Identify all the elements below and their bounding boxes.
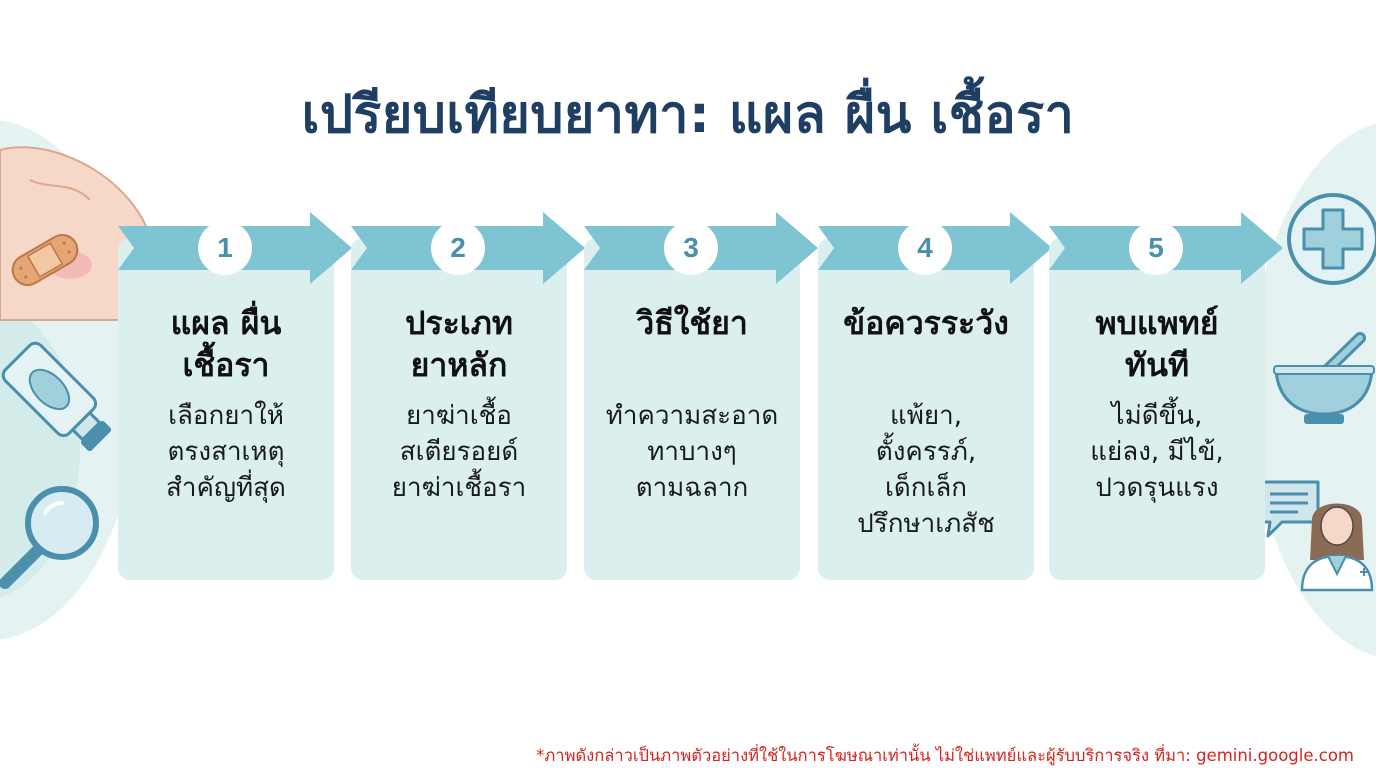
step-description: แพ้ยา, ตั้งครรภ์, เด็กเล็ก ปรึกษาเภสัช: [818, 398, 1034, 542]
description-line: ยาฆ่าเชื้อรา: [391, 473, 527, 503]
description-line: แย่ลง, มีไข้,: [1090, 437, 1224, 467]
heading-line: เชื้อรา: [182, 346, 270, 384]
step-heading: พบแพทย์ ทันที: [1049, 302, 1265, 386]
description-line: ปรึกษาเภสัช: [857, 509, 995, 539]
heading-line: ยาหลัก: [410, 346, 508, 384]
medical-cross-icon: [1287, 193, 1376, 285]
card-background: [818, 238, 1034, 580]
description-line: ตามฉลาก: [635, 473, 749, 503]
description-line: เด็กเล็ก: [884, 473, 968, 503]
step-card-5: 5 พบแพทย์ ทันที ไม่ดีขึ้น, แย่ลง, มีไข้,…: [1049, 208, 1283, 580]
step-card-2: 2 ประเภท ยาหลัก ยาฆ่าเชื้อ สเตียรอยด์ ยา…: [351, 208, 585, 580]
mortar-pestle-icon: [1273, 332, 1375, 424]
step-heading: ประเภท ยาหลัก: [351, 302, 567, 386]
ointment-tube-icon: [1, 341, 112, 452]
card-background: [1049, 238, 1265, 580]
step-description: เลือกยาให้ ตรงสาเหตุ สำคัญที่สุด: [118, 398, 334, 506]
step-card-4: 4 ข้อควรระวัง แพ้ยา, ตั้งครรภ์, เด็กเล็ก…: [818, 208, 1052, 580]
heading-line: พบแพทย์: [1095, 304, 1219, 342]
card-background: [351, 238, 567, 580]
step-number-badge: 4: [898, 221, 952, 275]
description-line: ปวดรุนแรง: [1095, 473, 1219, 503]
card-background: [584, 238, 800, 580]
step-heading: วิธีใช้ยา: [584, 302, 800, 344]
step-description: ไม่ดีขึ้น, แย่ลง, มีไข้, ปวดรุนแรง: [1049, 398, 1265, 506]
step-number-badge: 2: [431, 221, 485, 275]
heading-line: แผล ผื่น: [170, 304, 282, 342]
step-number-badge: 3: [664, 221, 718, 275]
step-number-badge: 5: [1129, 221, 1183, 275]
heading-line: ทันที: [1124, 346, 1190, 384]
page-title: เปรียบเทียบยาทา: แผล ผื่น เชื้อรา: [301, 85, 1075, 145]
step-card-3: 3 วิธีใช้ยา ทำความสะอาด ทาบางๆ ตามฉลาก: [584, 208, 818, 580]
step-heading: ข้อควรระวัง: [818, 302, 1034, 344]
step-description: ทำความสะอาด ทาบางๆ ตามฉลาก: [584, 398, 800, 506]
card-background: [118, 238, 334, 580]
disclaimer-text: *ภาพดังกล่าวเป็นภาพตัวอย่างที่ใช้ในการโฆ…: [536, 746, 1354, 765]
step-description: ยาฆ่าเชื้อ สเตียรอยด์ ยาฆ่าเชื้อรา: [351, 398, 567, 506]
heading-line: วิธีใช้ยา: [636, 304, 748, 342]
description-line: ยาฆ่าเชื้อ: [406, 401, 512, 431]
heading-line: ข้อควรระวัง: [843, 304, 1009, 342]
magnifier-icon: [0, 486, 99, 589]
description-line: สำคัญที่สุด: [166, 473, 286, 503]
description-line: ตั้งครรภ์,: [875, 437, 977, 467]
heading-line: ประเภท: [405, 304, 513, 342]
description-line: สเตียรอยด์: [399, 437, 519, 467]
description-line: เลือกยาให้: [168, 401, 284, 431]
description-line: ไม่ดีขึ้น,: [1111, 401, 1203, 431]
shoulder-bandage-icon: [0, 146, 153, 321]
step-heading: แผล ผื่น เชื้อรา: [118, 302, 334, 386]
step-card-1: 1 แผล ผื่น เชื้อรา เลือกยาให้ ตรงสาเหตุ …: [118, 208, 352, 580]
description-line: แพ้ยา,: [890, 401, 962, 431]
doctor-icon: [1300, 503, 1374, 592]
description-line: ทำความสะอาด: [605, 401, 779, 431]
step-number-badge: 1: [198, 221, 252, 275]
description-line: ตรงสาเหตุ: [167, 437, 285, 467]
description-line: ทาบางๆ: [647, 437, 737, 467]
